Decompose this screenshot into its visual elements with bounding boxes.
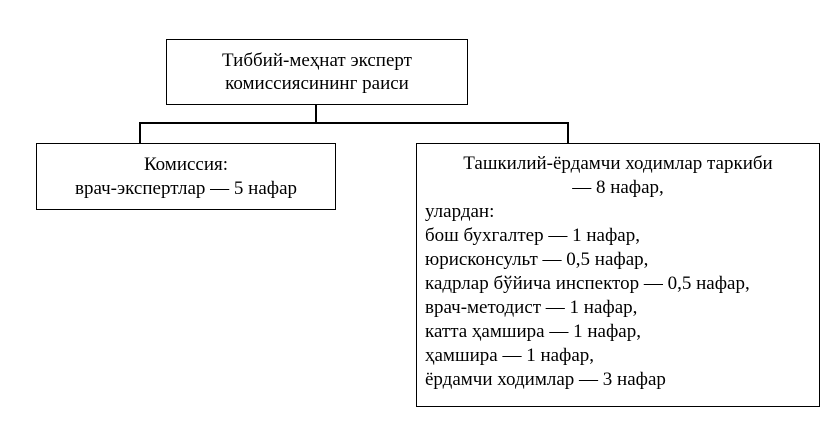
staff-item: ёрдамчи ходимлар — 3 нафар xyxy=(425,369,666,390)
staff-item: юрисконсульт — 0,5 нафар, xyxy=(425,249,649,270)
staff-item: ҳамшира — 1 нафар, xyxy=(425,345,595,366)
commission-box: Комиссия: врач-экспертлар — 5 нафар xyxy=(36,143,336,210)
connector-horizontal xyxy=(139,122,568,124)
staff-item: катта ҳамшира — 1 нафар, xyxy=(425,321,641,342)
staff-box: Ташкилий-ёрдамчи ходимлар таркиби — 8 на… xyxy=(416,143,820,407)
staff-title-line-1: Ташкилий-ёрдамчи ходимлар таркиби xyxy=(463,153,773,174)
connector-commission-down xyxy=(139,122,141,143)
connector-staff-down xyxy=(567,122,569,143)
commission-line-2: врач-экспертлар — 5 нафар xyxy=(74,177,298,199)
connector-chair-down xyxy=(315,105,317,123)
chairman-box: Тиббий-меҳнат эксперт комиссиясининг раи… xyxy=(166,39,468,105)
chairman-line-2: комиссиясининг раиси xyxy=(225,73,409,94)
staff-intro: улардан: xyxy=(425,201,495,222)
staff-title-line-2: — 8 нафар, xyxy=(572,177,664,198)
staff-item: бош бухгалтер — 1 нафар, xyxy=(425,225,640,246)
staff-item: кадрлар бўйича инспектор — 0,5 нафар, xyxy=(425,273,750,294)
chairman-line-1: Тиббий-меҳнат эксперт xyxy=(222,50,412,71)
staff-item: врач-методист — 1 нафар, xyxy=(425,297,638,318)
commission-line-1: Комиссия: xyxy=(143,153,229,175)
